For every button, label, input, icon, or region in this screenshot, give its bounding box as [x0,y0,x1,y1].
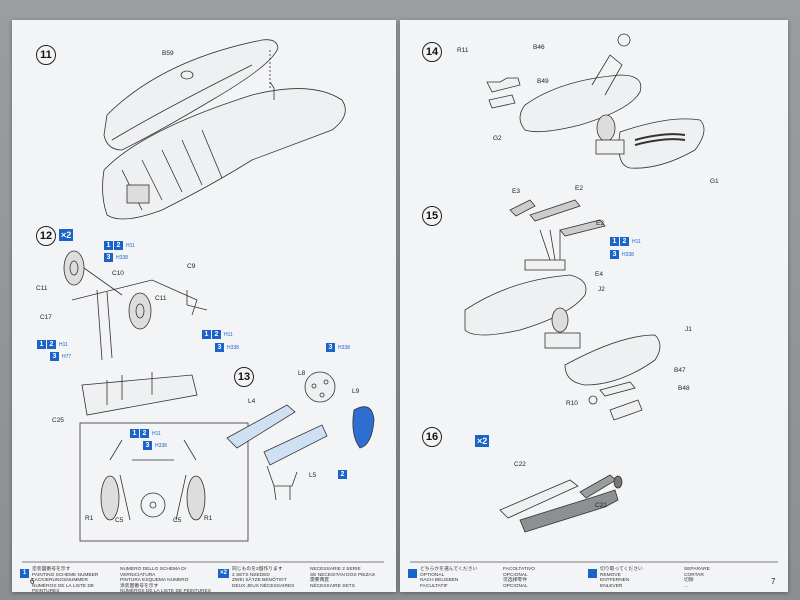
part-label: C11 [155,295,167,302]
part-label: E3 [512,188,520,195]
part-label: L5 [309,472,317,479]
paint-callout-inset: 1 2 H11 [130,429,161,438]
paint-callout-top-b: 3 H338 [104,253,128,262]
seat-assembly-drawing [464,199,661,421]
part-label: E3 [596,220,604,227]
part-label: G1 [710,178,719,185]
page-number-6: 6 [30,577,35,586]
step-16-number: 16 [422,427,442,447]
part-label: C9 [187,263,196,270]
part-label: C11 [36,285,48,292]
paint-callout-step15-b: 3 H338 [610,250,634,259]
paint-callout-right-b: 3 H338 [215,343,239,352]
part-16-drawing [499,474,623,533]
tail-parts-drawing [226,371,375,501]
right-page-line-art [410,33,778,563]
part-label: C17 [40,314,52,321]
part-label: B46 [533,44,545,51]
paint-callout-inset-b: 3 H338 [143,441,167,450]
paint-callout-step13-bottom: 2 [338,470,347,479]
part-label: L4 [248,398,256,405]
paint-callout-left: 1 2 H11 [37,340,68,349]
fuselage-drawing [102,39,346,220]
step-11-number: 11 [36,45,56,65]
part-label: C10 [112,270,124,277]
cockpit-drawing [486,33,705,169]
part-label: C22 [514,461,526,468]
page-number-7: 7 [771,577,776,586]
part-label: L9 [352,388,360,395]
part-label: R10 [566,400,578,407]
part-label: R1 [204,515,213,522]
right-instruction-page: 14 15 16 ×2 [400,20,788,592]
gear-inset-drawing [100,439,206,521]
paint-callout-top: 1 2 H11 [104,241,135,250]
left-instruction-page: 11 12 ×2 13 [12,20,396,594]
step-13-number: 13 [234,367,254,387]
part-label: B47 [674,367,686,374]
step-12-number: 12 [36,226,56,246]
part-label: C25 [52,417,64,424]
part-label: L8 [298,370,306,377]
part-label: J1 [685,326,692,333]
part-label: B49 [537,78,549,85]
step-15-number: 15 [422,206,442,226]
paint-callout-left-b: 3 H77 [50,352,71,361]
part-label: R11 [457,47,469,54]
part-label: B48 [678,385,690,392]
gear-inset-box [79,422,249,542]
part-label: J2 [598,286,605,293]
part-label: C5 [173,517,182,524]
left-page-line-art [22,39,384,563]
paint-callout-step15: 1 2 H11 [610,237,641,246]
step-16-x2-badge: ×2 [475,435,490,447]
part-label: E4 [595,271,603,278]
step-12-x2-badge: ×2 [59,229,74,241]
part-label: R1 [85,515,94,522]
landing-gear-drawing [63,250,208,416]
step-14-number: 14 [422,42,442,62]
part-label: C21 [595,502,607,509]
part-label: B59 [162,50,174,57]
part-label: E2 [575,185,583,192]
part-label: C5 [115,517,124,524]
paint-callout-right: 1 2 H11 [202,330,233,339]
paint-callout-step13-top: 3 H338 [326,343,350,352]
part-label: G2 [493,135,502,142]
